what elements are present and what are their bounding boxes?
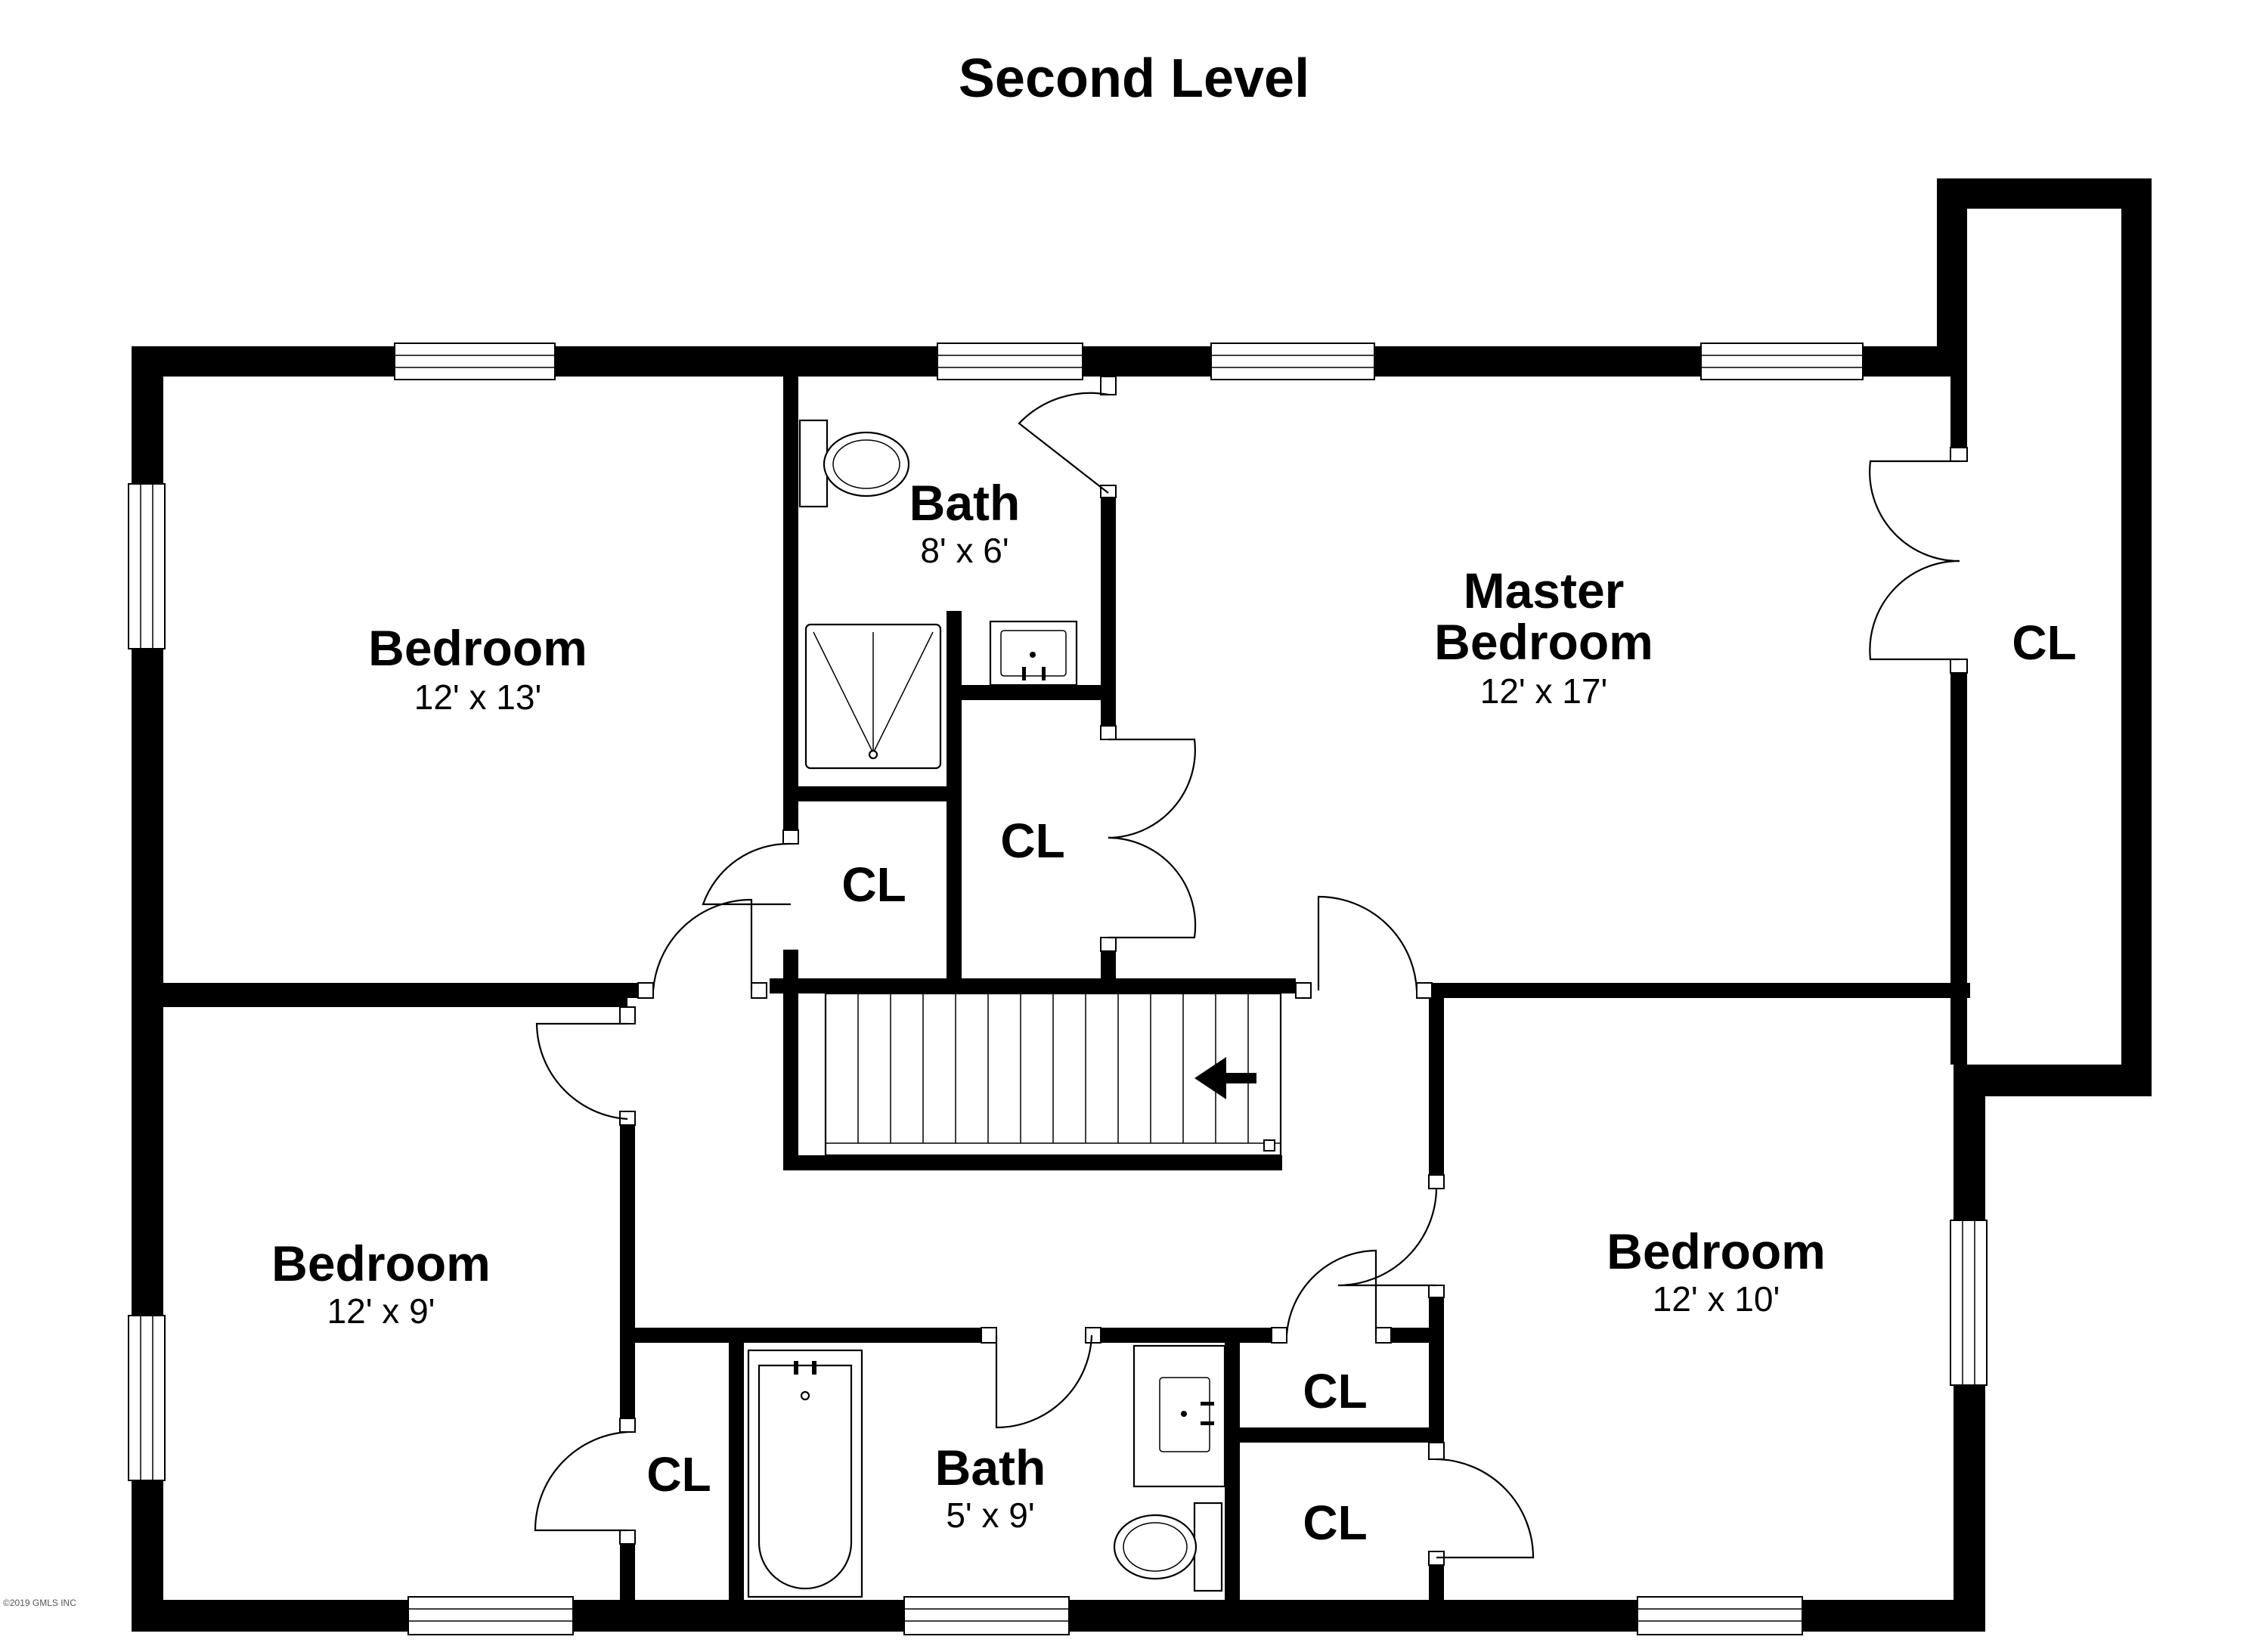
door-sw-bedroom [535, 1006, 636, 1126]
windows [128, 343, 1988, 1635]
window-nw-top [394, 343, 556, 380]
stair-wall-bottom [783, 1155, 1282, 1170]
walkin-wall-left [1937, 178, 1967, 377]
room-name: Bedroom [271, 1235, 491, 1291]
room-label-bath-top: Bath 8' x 6' [909, 475, 1021, 570]
window-master-top-right [1700, 343, 1864, 380]
closet-label-se-lower: CL [1303, 1496, 1367, 1550]
door-sw-closet [534, 1418, 636, 1545]
room-dimensions: 8' x 6' [920, 531, 1009, 570]
doors [534, 376, 1968, 1566]
sw-bedroom-wall-top [163, 992, 627, 1007]
stair-wall-top [770, 978, 1296, 993]
closet-label-se-upper: CL [1303, 1364, 1367, 1418]
room-name: Bath [909, 475, 1021, 531]
copyright-text: ©2019 GMLS INC [3, 1598, 76, 1608]
closet-label-master-small: CL [1000, 814, 1064, 868]
door-walkin-closet [1869, 447, 1968, 674]
room-label-bath-bottom: Bath 5' x 9' [935, 1440, 1046, 1535]
window-bath-bottom [903, 1596, 1070, 1635]
room-name: Bath [935, 1440, 1046, 1496]
se-closet-wall-left [1225, 1328, 1240, 1600]
shower-icon [804, 623, 942, 770]
window-nw-left [128, 483, 166, 649]
bath-top-sink-bottom [962, 685, 1116, 700]
bath-bottom-wall-left [729, 1328, 744, 1600]
room-name: Bedroom [368, 620, 587, 676]
bath-top-divider [947, 611, 962, 989]
se-closet-divider [1225, 1427, 1444, 1443]
room-label-bedroom-se: Bedroom 12' x 10' [1606, 1223, 1826, 1319]
closet-label-bedroom-sw: CL [646, 1447, 711, 1502]
door-se-closet-lower [1428, 1442, 1535, 1566]
window-se-right [1950, 1220, 1988, 1386]
window-sw-left [128, 1315, 166, 1481]
door-master-small-closet [1100, 725, 1197, 952]
hall-wall-bottom-left [620, 1328, 981, 1343]
nw-bedroom-wall-right [783, 377, 798, 830]
walkin-wall-inner-top [1950, 377, 1967, 449]
room-name-line1: Master [1464, 563, 1625, 618]
window-sw-bottom [407, 1596, 574, 1635]
bathtub-icon [747, 1349, 863, 1598]
bath-top-wall-right-upper [1101, 493, 1116, 700]
walkin-wall-inner-bottom [1950, 670, 1967, 1065]
stair-wall-left [783, 978, 798, 1167]
master-wall-bottom [1432, 983, 1970, 998]
door-bath-bottom [981, 1327, 1101, 1429]
hall-wall-bottom-right [1101, 1328, 1272, 1343]
room-name: Bedroom [1606, 1223, 1826, 1279]
bath-top-wall-bottom [783, 786, 959, 801]
stair-treads [826, 993, 1281, 1144]
room-label-master-bedroom: Master Bedroom 12' x 17' [1434, 563, 1653, 711]
se-bedroom-wall-left-lower [1429, 1294, 1444, 1443]
sw-bedroom-wall-right-lower [620, 1124, 635, 1418]
room-name-line2: Bedroom [1434, 614, 1653, 670]
door-nw-bedroom [637, 898, 767, 999]
sw-closet-wall-right-bottom [620, 1542, 635, 1600]
staircase [824, 992, 1282, 1157]
room-dimensions: 5' x 9' [946, 1496, 1034, 1535]
closet-label-master-walkin: CL [2012, 615, 2076, 670]
walkin-wall-bottom [1954, 1065, 2152, 1096]
room-label-bedroom-nw: Bedroom 12' x 13' [368, 620, 587, 717]
room-dimensions: 12' x 13' [414, 677, 541, 717]
room-dimensions: 12' x 17' [1480, 671, 1607, 711]
door-master-bedroom [1295, 895, 1433, 999]
se-bedroom-wall-left-upper [1429, 983, 1444, 1175]
room-dimensions: 12' x 10' [1653, 1279, 1780, 1319]
walkin-wall-top [1937, 178, 2152, 209]
sink-icon-bottom-bath [1132, 1344, 1226, 1488]
toilet-icon-top-bath [798, 419, 910, 508]
room-label-bedroom-sw: Bedroom 12' x 9' [271, 1235, 491, 1331]
closet-label-hall: CL [841, 857, 906, 912]
toilet-icon-bottom-bath [1113, 1502, 1223, 1592]
door-hall-closet [702, 829, 799, 906]
window-bath-top [937, 343, 1083, 380]
se-bedroom-wall-left-bottom [1429, 1565, 1444, 1600]
door-bath-top [1018, 376, 1117, 498]
window-master-top-left [1210, 343, 1375, 380]
plan-title: Second Level [959, 48, 1309, 109]
walkin-wall-right [2121, 178, 2152, 1096]
door-se-closet-upper [1271, 1249, 1392, 1344]
sink-icon-top-bath [989, 620, 1078, 687]
bath-top-wall-right-lower [1101, 700, 1116, 726]
door-se-bedroom [1337, 1174, 1445, 1298]
room-dimensions: 12' x 9' [327, 1291, 435, 1331]
window-se-bottom [1637, 1596, 1803, 1635]
stair-direction-arrow-icon [1194, 1057, 1256, 1099]
